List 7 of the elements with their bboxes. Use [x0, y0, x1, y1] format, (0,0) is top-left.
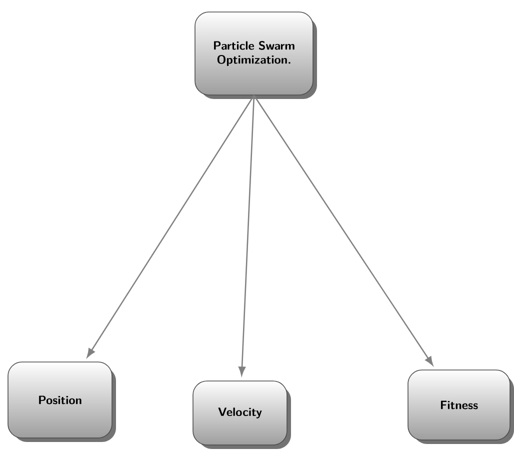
rounded-box: Velocity [192, 380, 291, 449]
arrow [238, 95, 255, 376]
rounded-box: Particle Swarm Optimization. [194, 12, 317, 99]
rounded-box: Fitness [408, 370, 514, 444]
arrow [253, 95, 434, 366]
rounded-box: Position [8, 362, 116, 442]
arrow [86, 95, 255, 358]
